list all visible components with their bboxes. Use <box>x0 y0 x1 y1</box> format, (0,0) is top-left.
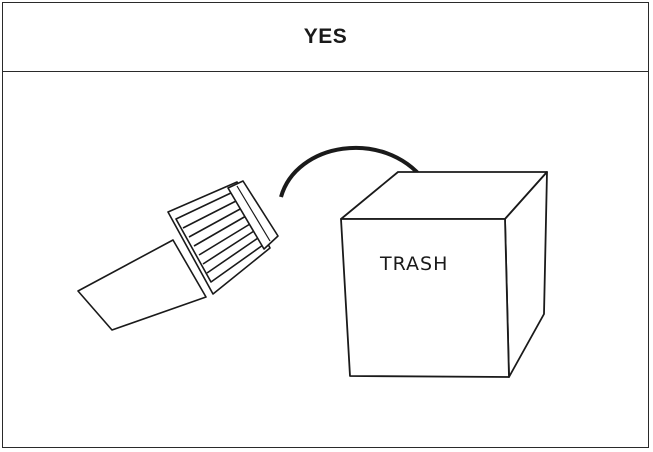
cap-icon <box>77 180 279 331</box>
trash-box-icon <box>340 171 548 378</box>
curved-arrow-icon <box>279 145 428 198</box>
header-label: YES <box>303 25 348 48</box>
trash-label: TRASH <box>379 253 448 275</box>
panel-header: YES <box>3 3 648 72</box>
